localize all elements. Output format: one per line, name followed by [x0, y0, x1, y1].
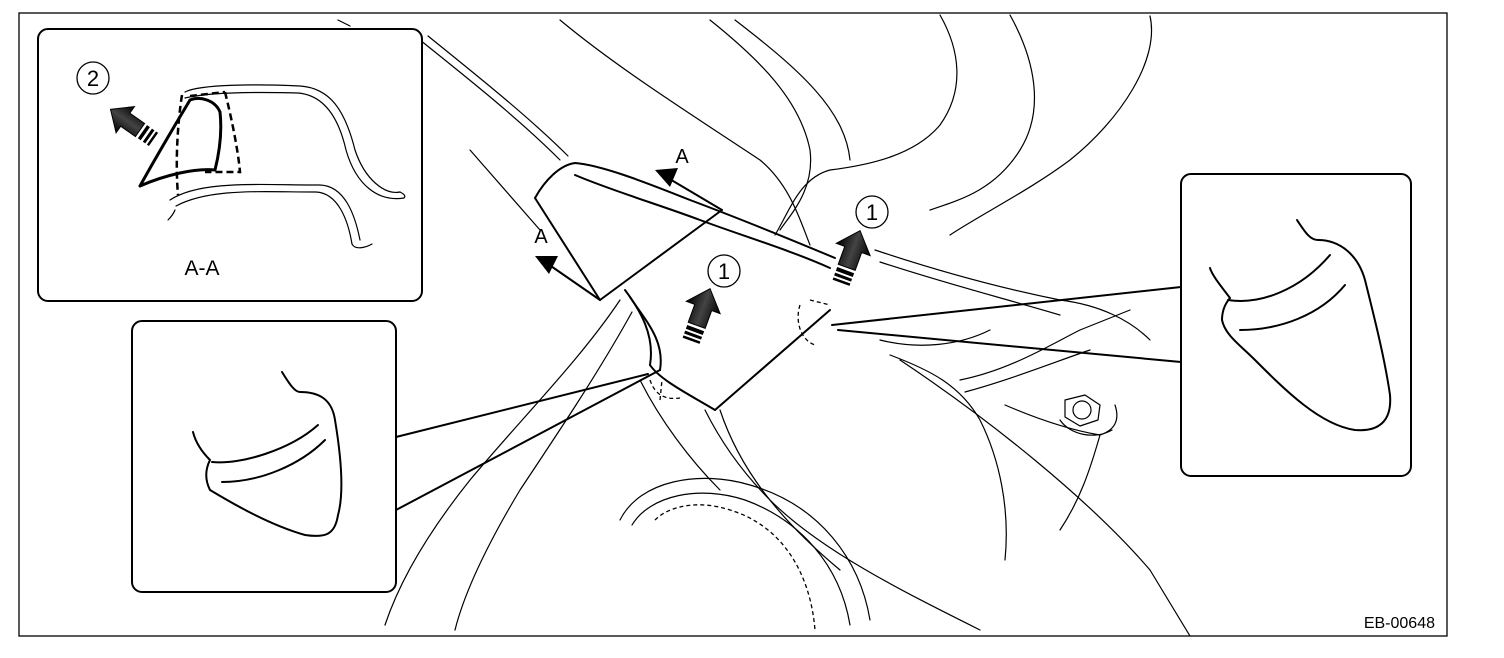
detach-arrow-icon [109, 105, 159, 147]
section-marker-lower: A [534, 226, 548, 248]
trim-panel [534, 162, 836, 411]
clip-detail-right [831, 173, 1412, 477]
push-arrow-icon [682, 229, 872, 344]
figure-id: EB-00648 [1364, 615, 1435, 632]
section-arrow-icon [535, 168, 723, 301]
section-marker-upper: A [675, 146, 689, 168]
vehicle-body-lines [337, 14, 1191, 637]
section-view-inset [37, 28, 423, 302]
callout-circle [76, 61, 110, 95]
callout-clip-right: 1 [866, 200, 878, 225]
figure-frame [18, 12, 1448, 637]
clip-detail-left [131, 320, 661, 593]
callout-clip-left: 1 [718, 259, 730, 284]
callout-circle [855, 195, 889, 229]
callout-circle [707, 254, 741, 288]
section-view-label: A-A [184, 257, 219, 280]
callout-detach: 2 [87, 66, 99, 91]
